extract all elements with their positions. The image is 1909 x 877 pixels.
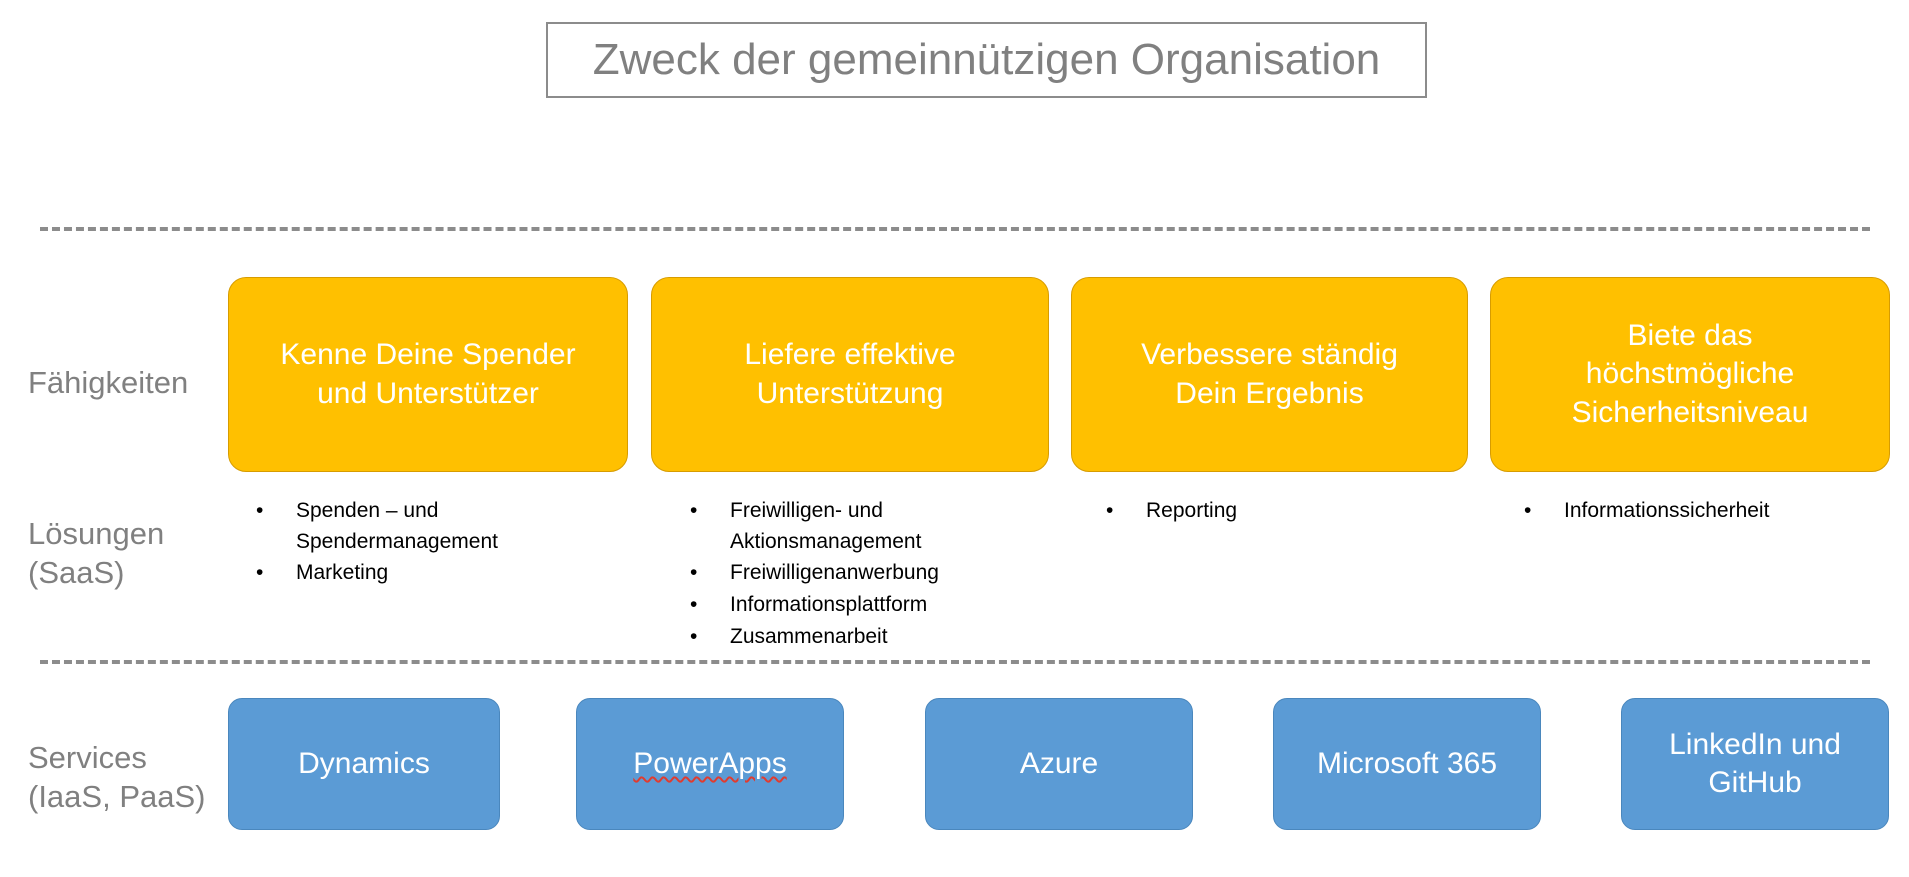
row-label-services-line2: (IaaS, PaaS) (28, 778, 206, 814)
list-item: • Zusammenarbeit (682, 622, 1012, 653)
solution-list-2: • Freiwilligen- und Aktionsmanagement • Fr… (682, 496, 1012, 653)
capability-box-1-label: Kenne Deine Spender und Unterstützer (280, 336, 575, 413)
solution-list-4: • Informationssicherheit (1516, 496, 1876, 528)
bullet-icon: • (256, 499, 264, 522)
bullet-icon: • (256, 561, 264, 585)
capability-box-4-line2: höchstmögliche (1585, 357, 1795, 391)
bullet-icon: • (690, 561, 698, 585)
list-item-label: Freiwilligenanwerbung (730, 561, 939, 585)
capability-box-1-line2: und Unterstützer (317, 376, 539, 410)
list-item-label: Reporting (1146, 499, 1238, 522)
capability-box-2-label: Liefere effektive Unterstützung (744, 336, 955, 413)
capability-box-2-line2: Unterstützung (756, 376, 944, 410)
service-box-azure[interactable]: Azure (925, 698, 1193, 830)
row-label-capabilities-text: Fähigkeiten (28, 365, 189, 400)
service-box-powerapps-label: PowerApps (633, 745, 786, 783)
row-label-solutions: Lösungen (SaaS) (28, 515, 228, 593)
service-box-linkedin-github-label: LinkedIn und GitHub (1669, 726, 1841, 802)
service-box-dynamics-line1: Dynamics (298, 747, 430, 781)
page-title: Zweck der gemeinnützigen Organisation (592, 34, 1381, 84)
row-label-solutions-line1: Lösungen (28, 516, 165, 551)
service-box-dynamics-label: Dynamics (298, 745, 430, 783)
service-box-linkedin-github-line2: GitHub (1708, 766, 1802, 799)
list-item: • Freiwilligenanwerbung (682, 558, 1012, 589)
capability-box-1-line1: Kenne Deine Spender (280, 338, 576, 372)
list-item: • Marketing (248, 558, 578, 589)
list-item: • Informationssicherheit (1516, 496, 1876, 527)
service-box-powerapps-line1: PowerApps (633, 747, 787, 781)
list-item-label: Spenden – und Spendermanagement (296, 499, 498, 553)
solution-list-1: • Spenden – und Spendermanagement • Market… (248, 496, 578, 590)
service-box-azure-line1: Azure (1019, 747, 1099, 781)
capability-box-4-line1: Biete das (1627, 318, 1753, 352)
list-item: • Spenden – und Spendermanagement (248, 496, 578, 557)
divider-capabilities-top (40, 227, 1870, 231)
service-box-microsoft365-line1: Microsoft 365 (1316, 747, 1498, 781)
service-box-powerapps[interactable]: PowerApps (576, 698, 844, 830)
capability-box-1[interactable]: Kenne Deine Spender und Unterstützer (228, 277, 628, 472)
service-box-microsoft365[interactable]: Microsoft 365 (1273, 698, 1541, 830)
service-box-linkedin-github-line1: LinkedIn und (1669, 728, 1841, 762)
service-box-dynamics[interactable]: Dynamics (228, 698, 500, 830)
row-label-services-line1: Services (28, 740, 147, 775)
slide-title-box: Zweck der gemeinnützigen Organisation (546, 22, 1427, 98)
list-item-label: Freiwilligen- und Aktionsmanagement (730, 499, 922, 553)
service-box-linkedin-github[interactable]: LinkedIn und GitHub (1621, 698, 1889, 830)
row-label-solutions-line2: (SaaS) (28, 554, 125, 590)
solution-list-3: • Reporting (1098, 496, 1428, 528)
capability-box-3-line1: Verbessere ständig (1141, 338, 1398, 372)
bullet-icon: • (1524, 499, 1532, 522)
capability-box-3-label: Verbessere ständig Dein Ergebnis (1141, 336, 1398, 413)
list-item-label: Zusammenarbeit (730, 624, 888, 648)
row-label-capabilities: Fähigkeiten (28, 364, 228, 403)
list-item-label: Marketing (296, 561, 389, 585)
capability-box-4[interactable]: Biete das höchstmögliche Sicherheitsnive… (1490, 277, 1890, 472)
capability-box-2-line1: Liefere effektive (744, 338, 956, 372)
capability-box-3[interactable]: Verbessere ständig Dein Ergebnis (1071, 277, 1468, 472)
bullet-icon: • (690, 592, 698, 616)
divider-services-top (40, 660, 1870, 664)
list-item-label: Informationssicherheit (1564, 499, 1770, 522)
capability-box-4-line3: Sicherheitsniveau (1571, 395, 1809, 429)
list-item: • Informationsplattform (682, 590, 1012, 621)
capability-box-2[interactable]: Liefere effektive Unterstützung (651, 277, 1049, 472)
list-item: • Freiwilligen- und Aktionsmanagement (682, 496, 1012, 557)
bullet-icon: • (690, 624, 698, 648)
list-item-label: Informationsplattform (730, 592, 928, 616)
bullet-icon: • (1106, 499, 1114, 522)
capability-box-4-label: Biete das höchstmögliche Sicherheitsnive… (1572, 317, 1809, 432)
bullet-icon: • (690, 499, 698, 522)
row-label-services: Services (IaaS, PaaS) (28, 739, 238, 817)
service-box-azure-label: Azure (1020, 745, 1098, 783)
service-box-microsoft365-label: Microsoft 365 (1317, 745, 1497, 783)
list-item: • Reporting (1098, 496, 1428, 527)
capability-box-3-line2: Dein Ergebnis (1175, 376, 1364, 410)
